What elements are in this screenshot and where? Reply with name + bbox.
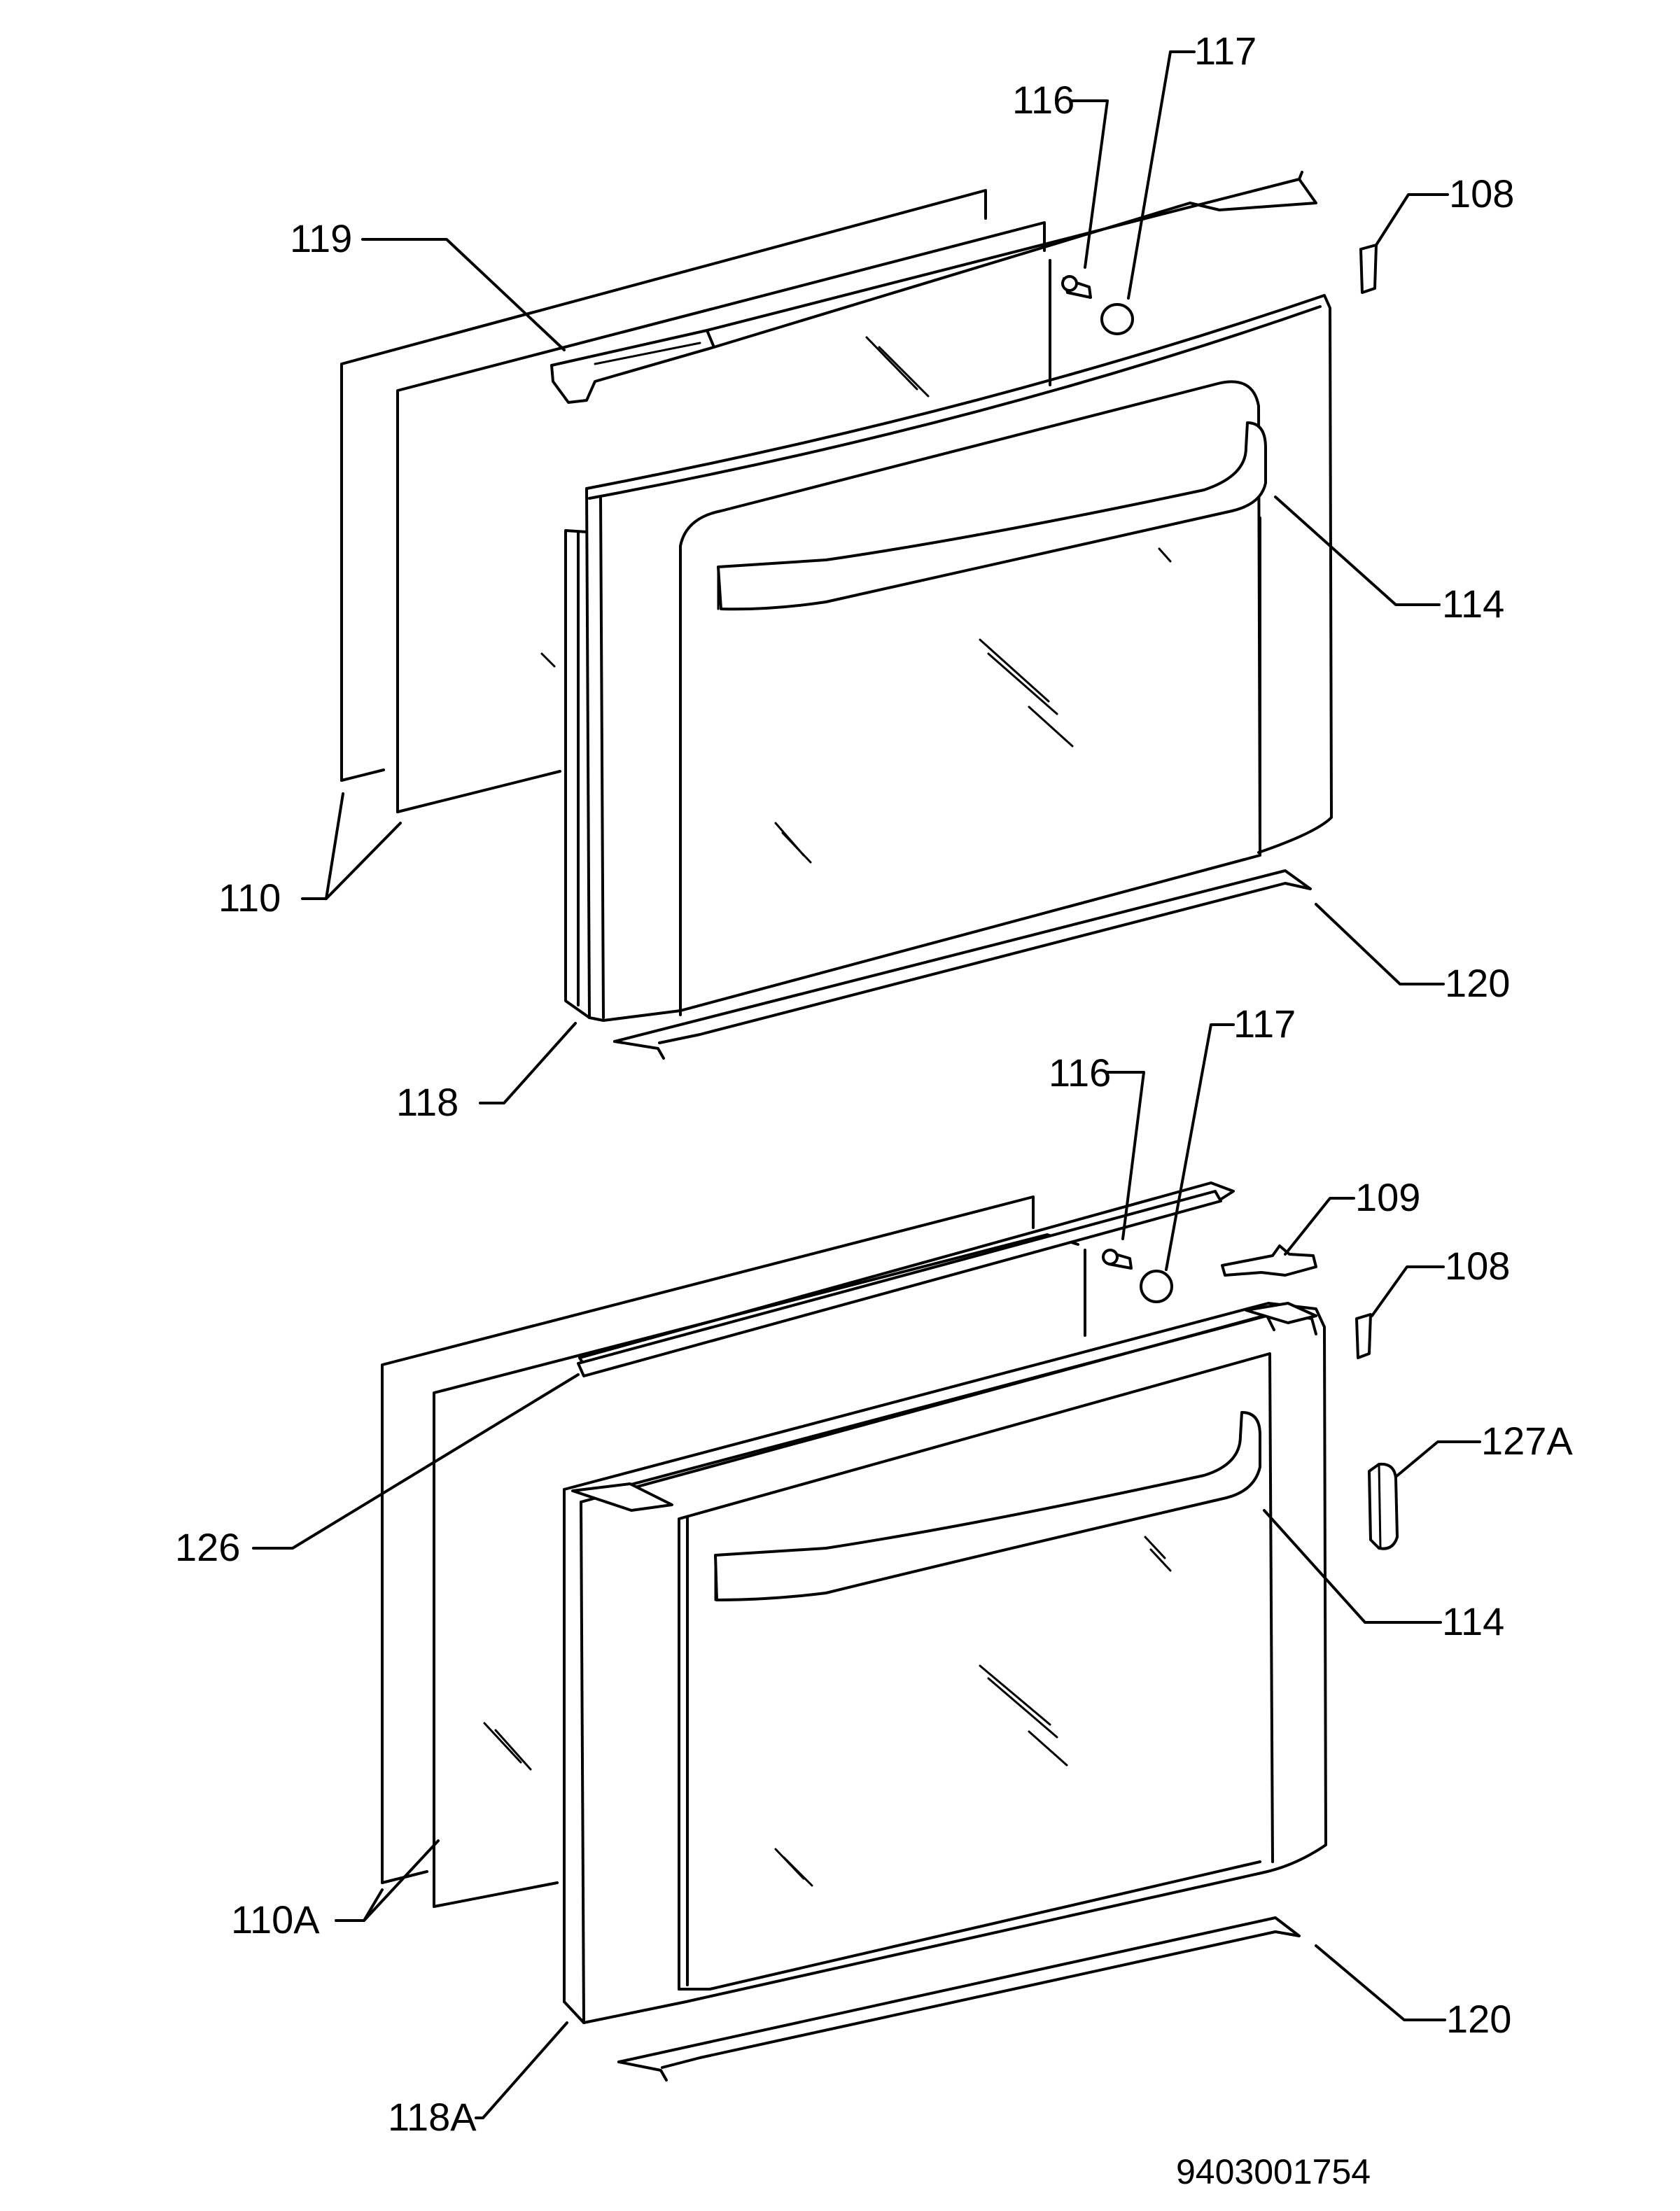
label-110a-lower: 110A <box>231 1897 320 1942</box>
lower-leader-108 <box>1371 1265 1445 1317</box>
label-126-lower: 126 <box>175 1525 240 1569</box>
label-119-upper: 119 <box>290 216 352 260</box>
upper-door-frame <box>540 294 1333 1022</box>
upper-leader-119 <box>361 238 566 351</box>
upper-leader-116 <box>1071 99 1109 269</box>
lower-cap-117 <box>1140 1270 1173 1303</box>
upper-leader-120 <box>1315 903 1445 985</box>
lower-leader-110a <box>335 1888 384 1922</box>
label-108-lower: 108 <box>1445 1244 1510 1288</box>
label-117-lower: 117 <box>1233 1002 1296 1046</box>
label-120-upper: 120 <box>1445 961 1510 1005</box>
upper-top-rail <box>706 171 1317 349</box>
upper-hinge-part-108 <box>1359 244 1378 294</box>
lower-door-assembly <box>252 1023 1481 2119</box>
upper-leader-117 <box>1127 50 1196 300</box>
lower-leader-118a <box>475 2021 568 2119</box>
lower-door-frame <box>483 1302 1327 2024</box>
drawing-number: 9403001754 <box>1176 2152 1371 2191</box>
upper-leader-118 <box>479 1022 577 1104</box>
upper-bottom-trim-120 <box>613 869 1312 1060</box>
upper-leader-108 <box>1375 193 1449 246</box>
upper-screw-116 <box>1061 275 1092 299</box>
upper-leader-114 <box>1274 496 1441 606</box>
label-114-upper: 114 <box>1442 582 1504 626</box>
lower-hinge-bracket-109 <box>1221 1244 1317 1277</box>
lower-leader-117 <box>1165 1023 1235 1271</box>
lower-leader-126 <box>252 1373 580 1550</box>
label-127a-lower: 127A <box>1481 1419 1573 1463</box>
upper-door-assembly <box>301 50 1449 1104</box>
label-109-lower: 109 <box>1355 1175 1420 1219</box>
label-108-upper: 108 <box>1449 171 1514 216</box>
label-116-upper: 116 <box>1012 78 1074 122</box>
upper-inner-glass-pane <box>396 221 1051 813</box>
label-118a-lower: 118A <box>388 2095 477 2139</box>
upper-clip-119 <box>550 329 715 404</box>
lower-leader-120 <box>1315 1944 1446 2021</box>
lower-leader-127a <box>1394 1440 1481 1478</box>
lower-hinge-part-108 <box>1355 1313 1372 1359</box>
lower-leader-116 <box>1105 1071 1145 1240</box>
label-120-lower: 120 <box>1446 1997 1511 2041</box>
label-116-lower: 116 <box>1049 1051 1111 1095</box>
upper-leader-110 <box>301 792 344 900</box>
label-110-upper: 110 <box>218 876 281 920</box>
lower-block-127a <box>1368 1462 1399 1550</box>
lower-bottom-trim-120 <box>617 1916 1301 2082</box>
label-118-upper: 118 <box>396 1080 458 1124</box>
label-117-upper: 117 <box>1194 29 1256 73</box>
lower-strip-126 <box>577 1190 1222 1377</box>
lower-leader-114 <box>1263 1509 1442 1624</box>
upper-outer-glass-pane <box>340 189 987 782</box>
lower-leader-109 <box>1284 1197 1355 1256</box>
label-114-lower: 114 <box>1442 1599 1504 1643</box>
lower-screw-116 <box>1102 1249 1133 1270</box>
upper-cap-117 <box>1100 303 1134 335</box>
